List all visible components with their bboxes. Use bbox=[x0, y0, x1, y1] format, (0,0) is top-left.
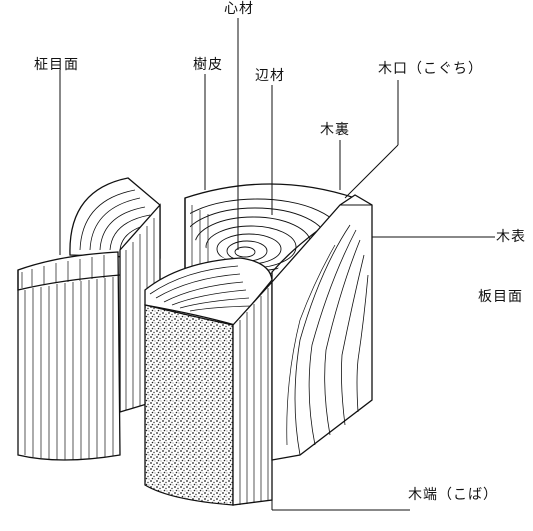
flatsawn-face-label: 板目面 bbox=[478, 289, 523, 305]
wood-back-label: 木裏 bbox=[320, 122, 350, 138]
end-grain-label: 木口（こぐち） bbox=[378, 61, 483, 77]
wood-front-label: 木表 bbox=[496, 229, 526, 245]
bark-label: 樹皮 bbox=[193, 57, 223, 73]
heartwood-label: 心材 bbox=[224, 1, 254, 17]
left-board bbox=[17, 251, 121, 461]
front-segment bbox=[144, 257, 273, 326]
sapwood-label: 辺材 bbox=[255, 68, 285, 84]
leader-lines bbox=[59, 18, 495, 511]
right-board bbox=[271, 194, 373, 461]
front-edge-face bbox=[144, 304, 234, 506]
wood-edge-label: 木端（こば） bbox=[408, 487, 498, 503]
quartersawn-face-label: 柾目面 bbox=[34, 57, 79, 73]
